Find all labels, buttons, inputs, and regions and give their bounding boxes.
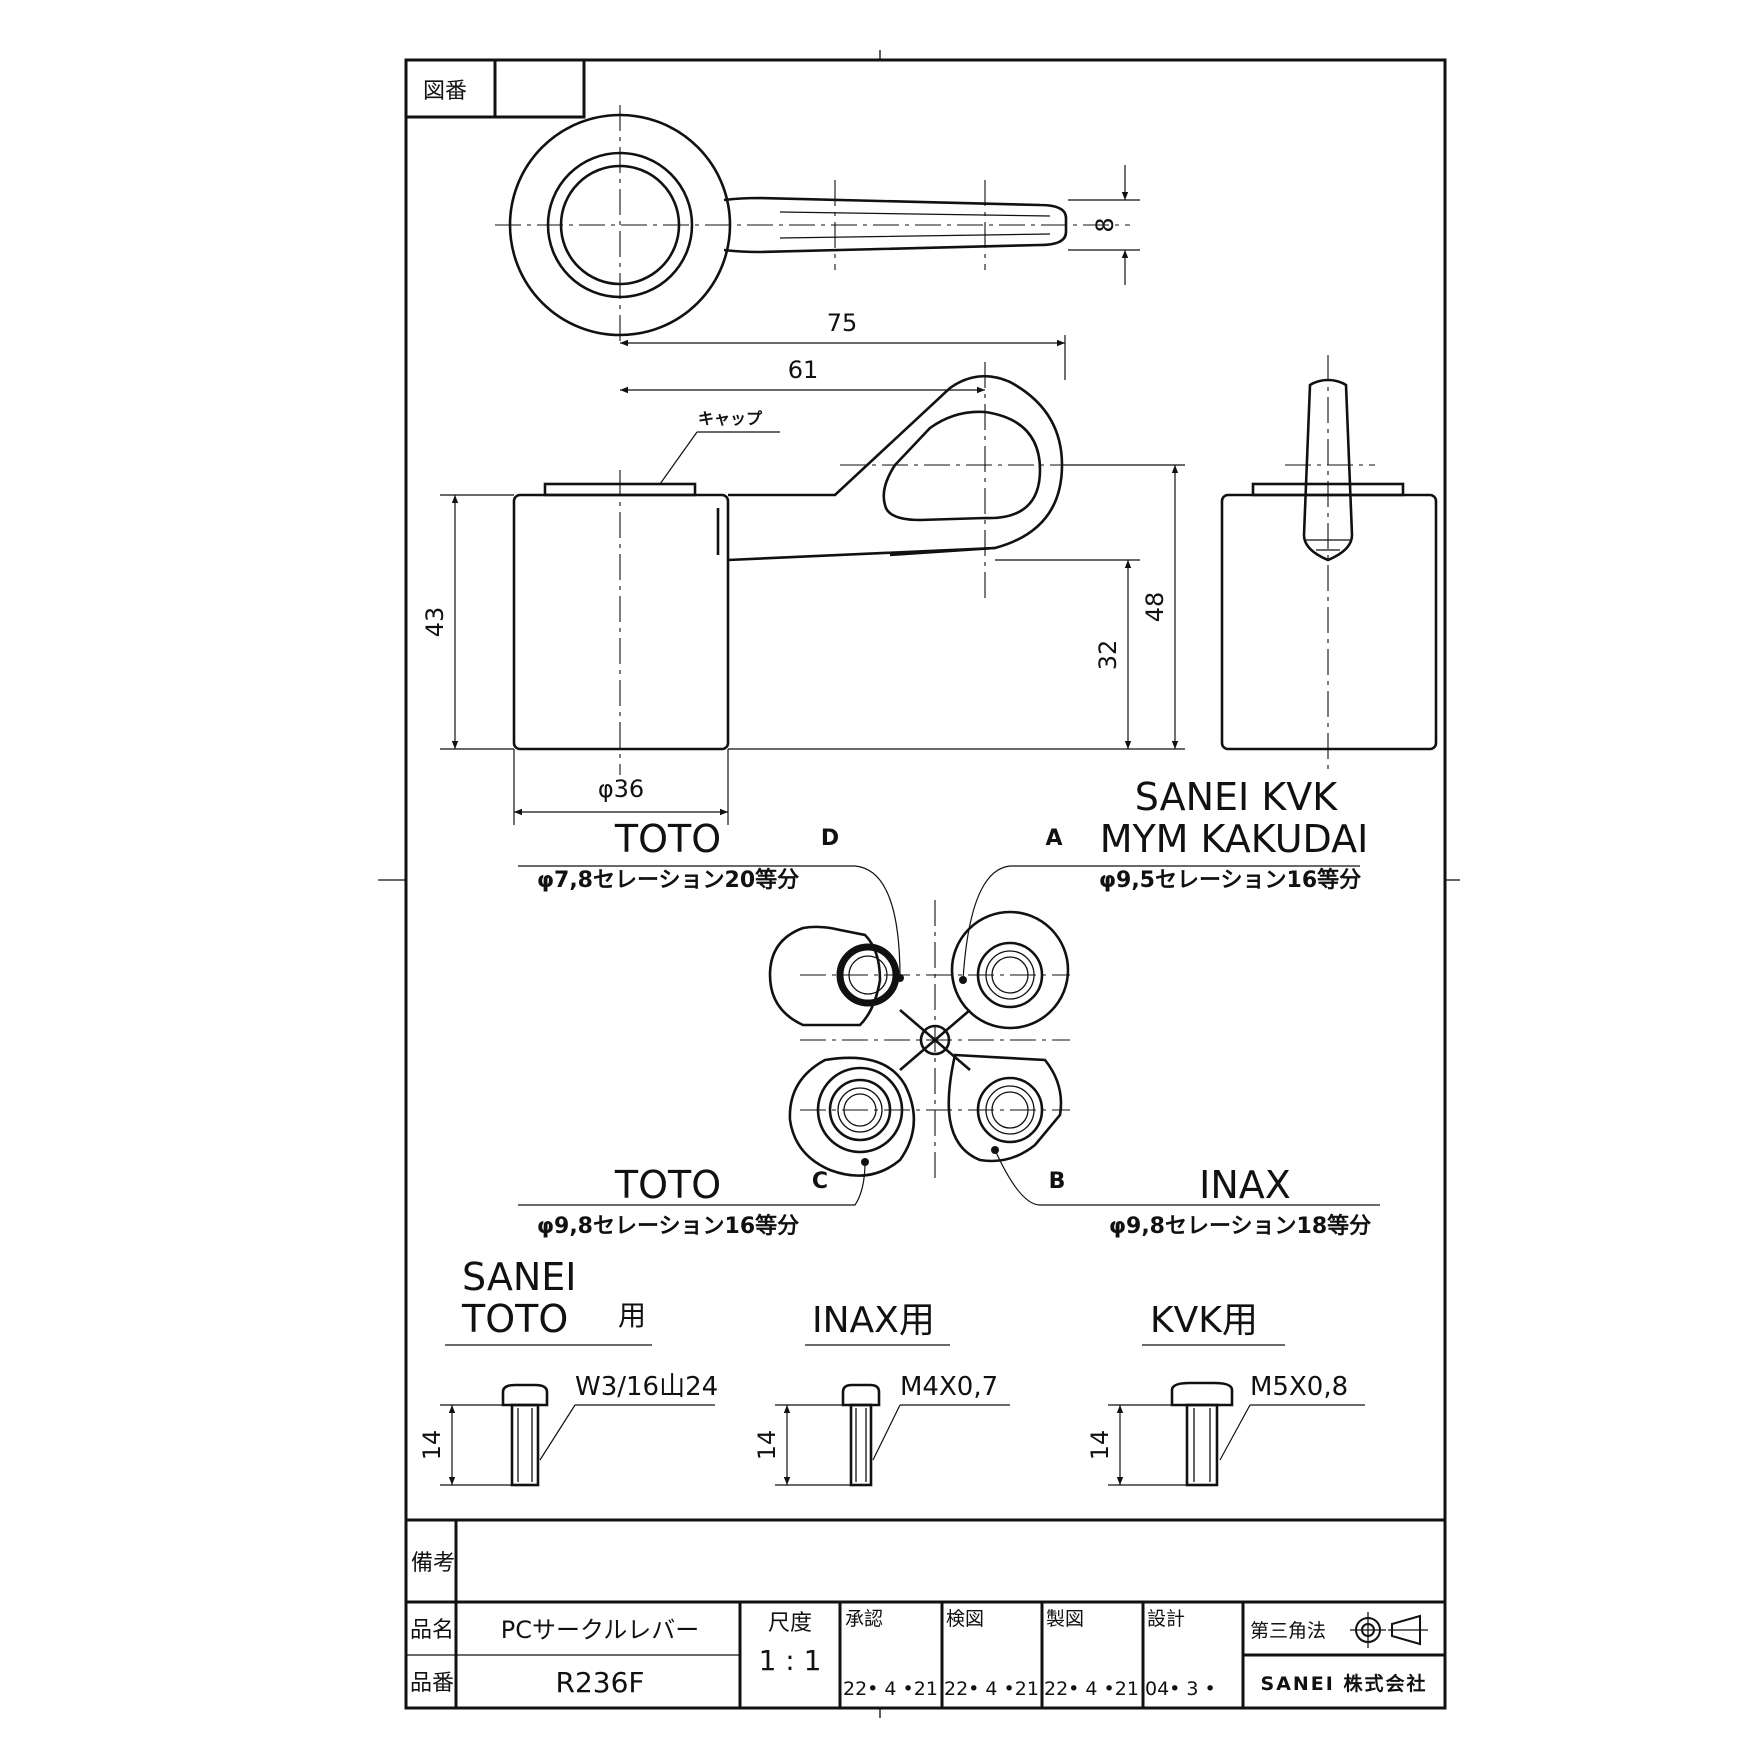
screw-3-title: KVK用 xyxy=(1150,1300,1258,1341)
dim-43: 43 xyxy=(421,607,449,638)
screw-1-title-2: TOTO xyxy=(461,1297,568,1341)
screw-2-thread: M4X0,7 xyxy=(900,1372,998,1402)
part-no-label: 品番 xyxy=(410,1671,454,1696)
product-name: PCサークルレバー xyxy=(501,1616,700,1644)
screw-inax: INAX用 14 M4X0,7 xyxy=(753,1300,1010,1487)
adapter-c-spec: φ9,8セレーション16等分 xyxy=(537,1213,799,1239)
screw-sanei-toto: SANEI TOTO 用 14 W3/16山24 xyxy=(418,1255,718,1487)
dim-8: 8 xyxy=(1091,217,1119,232)
adapter-view: D TOTO φ7,8セレーション20等分 A SANEI KVK MYM KA… xyxy=(518,775,1380,1239)
top-view: 8 xyxy=(495,105,1140,345)
dim-32: 32 xyxy=(1094,640,1122,671)
drawing-frame xyxy=(404,58,1447,1710)
third-angle-projection-icon xyxy=(1350,1612,1428,1648)
screw-1-suffix: 用 xyxy=(618,1299,646,1332)
screw-2-title: INAX用 xyxy=(812,1300,935,1341)
drawing-number-box: 図番 xyxy=(404,58,586,119)
remarks-label: 備考 xyxy=(411,1551,455,1576)
adapter-d-spec: φ7,8セレーション20等分 xyxy=(537,867,799,893)
dim-61: 61 xyxy=(788,356,819,384)
check-date: 22• 4 •21 xyxy=(944,1678,1039,1700)
screw-3-length: 14 xyxy=(1086,1430,1114,1461)
adapter-c-brand: TOTO xyxy=(614,1163,721,1207)
name-label: 品名 xyxy=(410,1618,454,1643)
adapter-b-spec: φ9,8セレーション18等分 xyxy=(1109,1213,1371,1239)
front-view: 75 61 キャップ 43 48 32 φ36 xyxy=(421,309,1185,825)
part-number: R236F xyxy=(555,1666,644,1699)
draw-date: 22• 4 •21 xyxy=(1044,1678,1139,1700)
scale-label: 尺度 xyxy=(768,1611,812,1636)
adapter-b-brand: INAX xyxy=(1199,1163,1291,1207)
screw-1-length: 14 xyxy=(418,1430,446,1461)
design-date: 04• 3 • xyxy=(1145,1678,1216,1700)
title-block: 備考 品名 PCサークルレバー 品番 R236F 尺度 1 : 1 承認 22•… xyxy=(406,1518,1445,1708)
adapter-c-letter: C xyxy=(812,1169,828,1194)
approve-label: 承認 xyxy=(845,1608,883,1630)
projection-label: 第三角法 xyxy=(1250,1620,1326,1642)
dim-75: 75 xyxy=(827,309,858,337)
adapter-d-brand: TOTO xyxy=(614,817,721,861)
screw-2-length: 14 xyxy=(753,1430,781,1461)
adapter-a-brand-1: SANEI KVK xyxy=(1135,775,1338,819)
company-name: SANEI 株式会社 xyxy=(1261,1672,1428,1695)
adapter-a-brand-2: MYM KAKUDAI xyxy=(1100,817,1369,861)
screw-1-title-1: SANEI xyxy=(462,1255,576,1299)
adapter-b-letter: B xyxy=(1049,1169,1066,1194)
scale-value: 1 : 1 xyxy=(759,1644,822,1677)
screw-1-thread: W3/16山24 xyxy=(575,1372,718,1402)
design-label: 設計 xyxy=(1147,1608,1185,1630)
adapter-d-letter: D xyxy=(821,826,839,851)
cap-label: キャップ xyxy=(698,409,763,428)
dim-phi36: φ36 xyxy=(598,775,644,803)
adapter-a-spec: φ9,5セレーション16等分 xyxy=(1099,867,1361,893)
approve-date: 22• 4 •21 xyxy=(843,1678,938,1700)
screw-kvk: KVK用 14 M5X0,8 xyxy=(1086,1300,1365,1487)
dim-48: 48 xyxy=(1141,592,1169,623)
side-view xyxy=(1220,355,1438,775)
draw-label: 製図 xyxy=(1046,1608,1084,1630)
check-label: 検図 xyxy=(946,1608,984,1630)
drawing-number-label: 図番 xyxy=(423,79,467,104)
adapter-a-letter: A xyxy=(1045,826,1062,851)
screw-3-thread: M5X0,8 xyxy=(1250,1372,1348,1402)
